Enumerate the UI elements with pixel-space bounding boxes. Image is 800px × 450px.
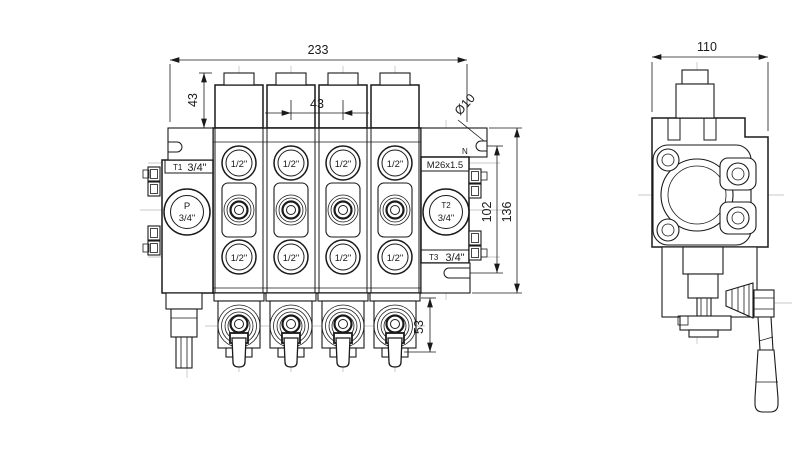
dim-136: 136 <box>500 202 514 223</box>
dimension-lever-housing: 53 <box>404 297 436 353</box>
port-label: 1/2" <box>231 159 248 170</box>
dimension-port-span: 102 <box>470 145 503 274</box>
dim-43-vertical: 43 <box>186 93 200 107</box>
port-t3-size: 3/4" <box>445 252 464 264</box>
port-label: 1/2" <box>283 159 300 170</box>
port-label: 1/2" <box>283 253 300 264</box>
front-view: 1/2" 1/2" 1/2" 1/2" 1/2" 1/2" 1/2" 1/2" … <box>140 43 522 378</box>
port-label: 1/2" <box>231 253 248 264</box>
dimension-cap-height: 43 <box>186 72 212 128</box>
dimension-section-pitch: 43 <box>265 97 369 120</box>
port-t3-label: T3 <box>429 253 439 262</box>
side-view: 110 <box>638 40 792 413</box>
port-label: 1/2" <box>387 159 404 170</box>
dimension-overall-width: 233 <box>169 43 468 122</box>
dim-233: 233 <box>308 43 329 57</box>
inlet-section: T1 3/4" P 3/4" <box>142 127 214 369</box>
spool-mechanisms <box>212 291 422 369</box>
dimension-body-height: 136 <box>472 127 522 294</box>
side-relief-screw <box>677 246 732 338</box>
port-t2-size: 3/4" <box>438 213 455 224</box>
dim-102: 102 <box>480 202 494 223</box>
port-label: 1/2" <box>335 253 352 264</box>
port-p-size: 3/4" <box>179 213 196 224</box>
port-t1-label: T1 <box>173 163 183 172</box>
relief-valve-screw <box>165 292 203 369</box>
dim-43-horizontal: 43 <box>310 97 324 111</box>
gauge-port-label: N <box>462 147 468 156</box>
outlet-section: N M26x1.5 T2 3/4" T3 3/4" <box>420 127 488 294</box>
port-label: 1/2" <box>335 159 352 170</box>
dimension-side-width: 110 <box>651 40 769 131</box>
control-lever <box>725 282 779 413</box>
port-t2-label: T2 <box>441 201 451 210</box>
port-t1-size: 3/4" <box>187 162 206 174</box>
dim-53: 53 <box>412 320 426 334</box>
port-p-label: P <box>184 201 190 212</box>
work-port-labels: 1/2" 1/2" 1/2" 1/2" 1/2" 1/2" 1/2" 1/2" <box>231 159 404 264</box>
dim-110: 110 <box>697 40 717 54</box>
dim-d10: Ø10 <box>452 91 478 118</box>
gauge-thread-label: M26x1.5 <box>427 160 463 171</box>
port-label: 1/2" <box>387 253 404 264</box>
